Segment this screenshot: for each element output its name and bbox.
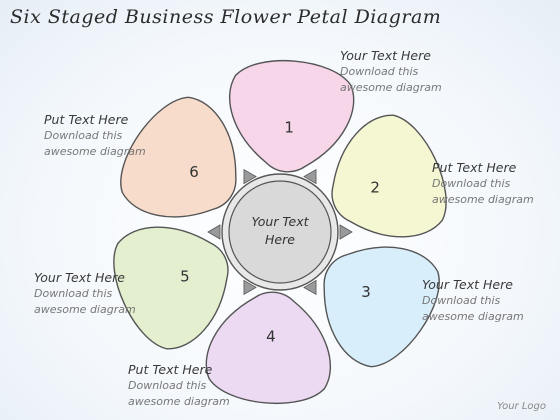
label-stage-3: Your Text Here Download this awesome dia… (422, 277, 524, 325)
label-stage-3-line2: awesome diagram (422, 310, 524, 323)
arrow-6-head (243, 168, 257, 185)
petal-3-shape (323, 246, 440, 368)
label-stage-6: Put Text Here Download this awesome diag… (44, 112, 146, 160)
label-stage-2: Put Text Here Download this awesome diag… (432, 160, 534, 208)
label-stage-6-line1: Download this (44, 129, 123, 142)
label-stage-2-line1: Download this (432, 177, 511, 190)
label-stage-2-line2: awesome diagram (432, 193, 534, 206)
diagram-title: Six Staged Business Flower Petal Diagram (10, 6, 442, 28)
label-stage-3-line1: Download this (422, 294, 501, 307)
label-stage-5: Your Text Here Download this awesome dia… (34, 270, 136, 318)
petal-5-shape (113, 226, 229, 350)
arrow-5-head (207, 224, 221, 240)
label-stage-4-heading: Put Text Here (128, 362, 213, 377)
label-stage-1-line1: Download this (340, 65, 419, 78)
arrow-3 (303, 279, 317, 296)
petal-2-shape (331, 114, 447, 238)
arrow-4-head (243, 279, 257, 296)
label-stage-1-heading: Your Text Here (340, 48, 431, 63)
petal-2-number: 2 (370, 179, 380, 197)
label-stage-3-heading: Your Text Here (422, 277, 513, 292)
arrow-4 (243, 279, 257, 296)
petal-5-number: 5 (180, 267, 190, 285)
petal-6-number: 6 (189, 163, 199, 181)
label-stage-4-line2: awesome diagram (128, 395, 230, 408)
center-text-line1: Your Text (251, 214, 309, 229)
arrow-6 (243, 168, 257, 185)
petal-4-number: 4 (266, 328, 276, 346)
arrow-3-head (303, 279, 317, 296)
label-stage-1-line2: awesome diagram (340, 81, 442, 94)
label-stage-2-heading: Put Text Here (432, 160, 517, 175)
petal-6-shape (120, 96, 237, 218)
label-stage-4-line1: Download this (128, 379, 207, 392)
label-stage-5-line1: Download this (34, 287, 113, 300)
petal-2 (331, 114, 447, 238)
arrow-2-head (339, 224, 353, 240)
petal-1-number: 1 (284, 118, 294, 136)
petal-3-number: 3 (361, 283, 371, 301)
arrow-1 (303, 168, 317, 185)
arrow-5 (207, 224, 221, 240)
center-text-line2: Here (265, 232, 295, 247)
petal-5 (113, 226, 229, 350)
label-stage-1: Your Text Here Download this awesome dia… (340, 48, 442, 96)
label-stage-5-heading: Your Text Here (34, 270, 125, 285)
arrows-group (207, 168, 353, 296)
logo-text: Your Logo (497, 401, 546, 412)
petal-4-shape (205, 291, 332, 405)
petal-1-shape (228, 59, 355, 173)
petal-3 (323, 246, 440, 368)
label-stage-6-line2: awesome diagram (44, 145, 146, 158)
arrow-2 (339, 224, 353, 240)
label-stage-6-heading: Put Text Here (44, 112, 129, 127)
label-stage-5-line2: awesome diagram (34, 303, 136, 316)
petal-1 (228, 59, 355, 173)
arrow-1-head (303, 168, 317, 185)
petal-6 (120, 96, 237, 218)
petal-4 (205, 291, 332, 405)
label-stage-4: Put Text Here Download this awesome diag… (128, 362, 230, 410)
petals-group (113, 59, 447, 405)
center-circle (228, 180, 332, 284)
